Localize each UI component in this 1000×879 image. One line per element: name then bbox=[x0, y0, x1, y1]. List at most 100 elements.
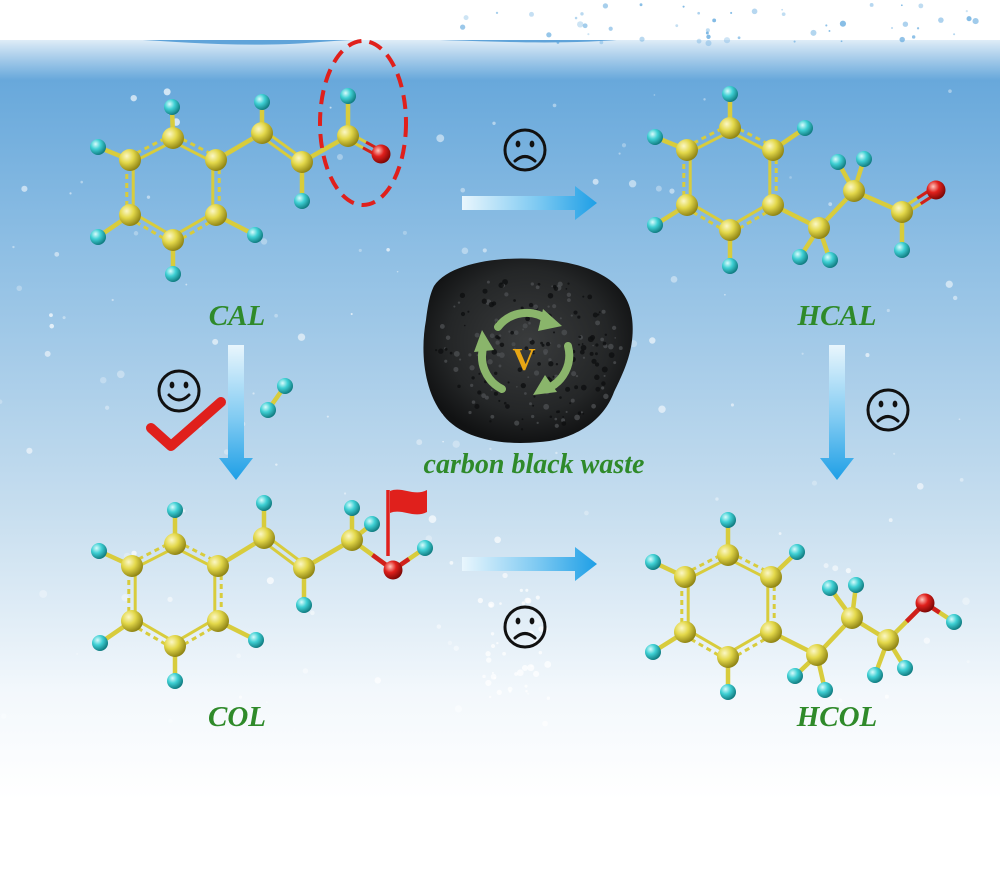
grain-dot bbox=[601, 309, 606, 314]
droplet bbox=[902, 21, 909, 27]
hydrogen-atom bbox=[92, 635, 108, 651]
bubble bbox=[485, 679, 492, 687]
grain-dot bbox=[595, 320, 601, 326]
grain-dot bbox=[520, 306, 524, 310]
bubble bbox=[492, 121, 496, 126]
grain-dot bbox=[530, 282, 534, 286]
droplet bbox=[891, 27, 893, 29]
carbon-atom bbox=[253, 527, 275, 549]
atoms bbox=[645, 512, 962, 700]
bubble bbox=[542, 720, 548, 727]
grain-dot bbox=[453, 366, 459, 372]
grain-dot bbox=[467, 310, 470, 313]
hydrogen-atom bbox=[830, 154, 846, 170]
droplet bbox=[682, 5, 685, 8]
sad-face-icon bbox=[503, 128, 547, 172]
grain-dot bbox=[559, 317, 562, 320]
hydrogen-atom bbox=[946, 614, 962, 630]
carbon-atom bbox=[164, 635, 186, 657]
bubble bbox=[801, 352, 804, 355]
grain-dot bbox=[482, 288, 488, 294]
recycle-arrowheads bbox=[474, 309, 562, 395]
droplet bbox=[825, 24, 828, 27]
bubble bbox=[525, 588, 529, 592]
grain-dot bbox=[613, 361, 617, 365]
droplet bbox=[953, 33, 956, 36]
grain-dot bbox=[542, 348, 549, 355]
carbon-atom bbox=[719, 219, 741, 241]
grain-dot bbox=[595, 386, 601, 392]
bubble bbox=[238, 695, 243, 699]
bubble bbox=[274, 313, 278, 318]
bubble bbox=[336, 154, 343, 161]
grain-dot bbox=[513, 347, 516, 350]
bubble bbox=[730, 403, 734, 407]
bubble bbox=[454, 705, 463, 713]
bubble bbox=[669, 188, 675, 194]
grain-dot bbox=[580, 344, 587, 351]
oxygen-atom bbox=[926, 180, 946, 200]
bubble bbox=[916, 482, 924, 490]
hydrogen-atom bbox=[645, 644, 661, 660]
droplet bbox=[529, 11, 534, 17]
droplet bbox=[639, 36, 645, 42]
bubble bbox=[838, 698, 843, 703]
bubble bbox=[416, 439, 423, 446]
droplet bbox=[582, 23, 588, 29]
bubble bbox=[297, 333, 306, 341]
grain-dot bbox=[469, 365, 475, 371]
bubble bbox=[396, 270, 399, 273]
droplet bbox=[546, 32, 552, 38]
grain-dot bbox=[484, 395, 489, 400]
grain-dot bbox=[566, 292, 572, 298]
grain-dot bbox=[474, 332, 480, 338]
bubble bbox=[453, 645, 459, 651]
bubble bbox=[533, 670, 540, 678]
droplet bbox=[675, 24, 679, 28]
bubble bbox=[845, 568, 851, 574]
bubble bbox=[185, 283, 188, 286]
bubble bbox=[302, 668, 309, 674]
check-mark-icon bbox=[146, 397, 226, 451]
carbon-atom bbox=[162, 229, 184, 251]
carbon-atom bbox=[891, 201, 913, 223]
bubble bbox=[952, 295, 958, 301]
hydrogen-atom bbox=[789, 544, 805, 560]
grain-dot bbox=[498, 334, 502, 338]
label-hcal: HCAL bbox=[797, 300, 877, 332]
bubble bbox=[69, 192, 72, 195]
bubble bbox=[525, 689, 528, 693]
droplet bbox=[918, 3, 924, 9]
carbon-atom bbox=[164, 533, 186, 555]
bubble bbox=[116, 370, 125, 379]
bubble bbox=[275, 463, 278, 466]
bubble bbox=[499, 602, 502, 605]
hydrogen-atom bbox=[91, 543, 107, 559]
droplet bbox=[966, 16, 972, 22]
grain-dot bbox=[540, 341, 543, 345]
grain-dot bbox=[557, 344, 561, 348]
grain-dot bbox=[449, 351, 453, 355]
grain-dot bbox=[548, 361, 554, 367]
grain-dot bbox=[481, 298, 487, 304]
bubble bbox=[959, 478, 964, 482]
grain-dot bbox=[549, 415, 553, 419]
hydrogen-atom bbox=[822, 580, 838, 596]
droplet bbox=[938, 17, 944, 23]
grain-dot bbox=[532, 352, 535, 355]
grain-dot bbox=[580, 384, 587, 391]
bubble bbox=[252, 392, 255, 395]
bubble bbox=[923, 637, 931, 644]
grain-dot bbox=[533, 370, 540, 376]
grain-dot bbox=[495, 340, 500, 345]
grain-dot bbox=[516, 385, 518, 388]
grain-dot bbox=[497, 336, 501, 340]
hydrogen-atom bbox=[797, 120, 813, 136]
droplet bbox=[972, 18, 979, 25]
grain-dot bbox=[575, 374, 579, 378]
grain-dot bbox=[439, 324, 445, 329]
bubble bbox=[167, 596, 173, 603]
bubble bbox=[293, 728, 296, 730]
bubble bbox=[310, 610, 315, 616]
